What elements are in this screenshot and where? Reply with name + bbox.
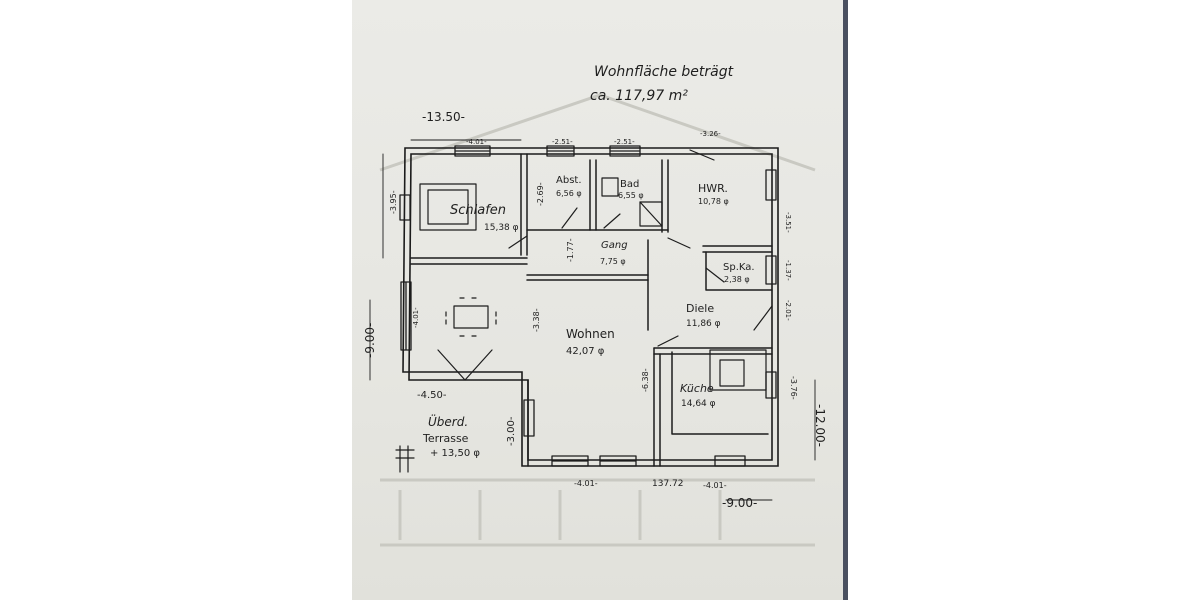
room-abst-name: Abst.	[556, 175, 582, 186]
room-schlafen-name: Schlafen	[450, 203, 506, 218]
dim-right-total: -12.00-	[813, 404, 827, 447]
area-header-line2: ca. 117,97 m²	[590, 88, 688, 104]
room-diele-name: Diele	[686, 302, 714, 315]
dim-right-hwr: -3.51-	[784, 212, 792, 233]
dim-right-diele: -2.01-	[784, 300, 792, 321]
page-edge	[843, 0, 848, 600]
show-through-ghost	[379, 93, 816, 547]
dimension-lines	[369, 139, 816, 501]
dim-left-bottom: -4.50-	[417, 390, 447, 401]
dim-wohnen-inner: -3.38-	[532, 308, 541, 332]
dim-terrasse: -3.00-	[506, 416, 517, 446]
room-wohnen-name: Wohnen	[566, 327, 615, 341]
windows	[399, 145, 777, 467]
dim-gang: -1.77-	[566, 238, 575, 262]
bed-symbol	[419, 183, 477, 231]
room-wohnen-area: 42,07 φ	[566, 346, 605, 357]
area-header-line1: Wohnfläche beträgt	[594, 64, 734, 80]
dim-right-kueche: -3.76-	[789, 376, 798, 400]
dim-top-total: -13.50-	[422, 110, 465, 124]
dim-bottom-total: -9.00-	[722, 496, 757, 510]
dim-bottom-right: -4.01-	[703, 481, 727, 490]
room-bad-area: 6,55 φ	[618, 191, 644, 200]
inner-walls	[410, 153, 773, 467]
dining-table-symbol	[453, 305, 489, 329]
room-gang-area: 7,75 φ	[600, 257, 626, 266]
dim-right-spka: -1.37-	[784, 260, 792, 281]
room-schlafen-area: 15,38 φ	[484, 223, 519, 233]
dim-left-total: -9.00-	[363, 323, 377, 358]
doors	[437, 149, 773, 381]
room-abst-area: 6,56 φ	[556, 189, 582, 198]
dim-left-schlafen: -3.95-	[389, 190, 398, 214]
room-spka-area: 2,38 φ	[724, 275, 750, 284]
room-hwr-area: 10,78 φ	[698, 197, 729, 206]
terrace-label: Überd. Terrasse + 13,50 φ	[422, 413, 480, 459]
dim-top-schlafen: -4.01-	[466, 138, 487, 146]
dim-top-bad: -2.51-	[614, 138, 635, 146]
dim-left-wohnen: -4.01-	[412, 307, 420, 328]
kitchen-counter-symbol	[709, 349, 767, 391]
dim-kueche-left: -6.38-	[641, 368, 650, 392]
terrace-line2: Terrasse	[422, 432, 469, 445]
room-kueche-name: Küche	[680, 382, 714, 395]
dim-bottom-mid: 137.72	[652, 479, 684, 489]
shower-symbol	[639, 201, 663, 227]
dim-top-abst: -2.51-	[552, 138, 573, 146]
room-bad-name: Bad	[620, 179, 639, 190]
room-kueche-area: 14,64 φ	[681, 399, 716, 409]
dim-abst-height: -2.69-	[536, 182, 545, 206]
dim-bottom-left: -4.01-	[574, 479, 598, 488]
room-labels: Schlafen 15,38 φ Abst. 6,56 φ Bad 6,55 φ…	[450, 175, 755, 409]
terrace-line3: + 13,50 φ	[430, 448, 480, 459]
room-hwr-name: HWR.	[698, 182, 728, 195]
room-gang-name: Gang	[601, 240, 628, 251]
room-spka-name: Sp.Ka.	[723, 262, 755, 273]
furniture	[395, 177, 767, 473]
room-diele-area: 11,86 φ	[686, 319, 721, 329]
terrace-line1: Überd.	[428, 413, 468, 429]
dim-top-hwr: -3.26-	[700, 130, 721, 138]
